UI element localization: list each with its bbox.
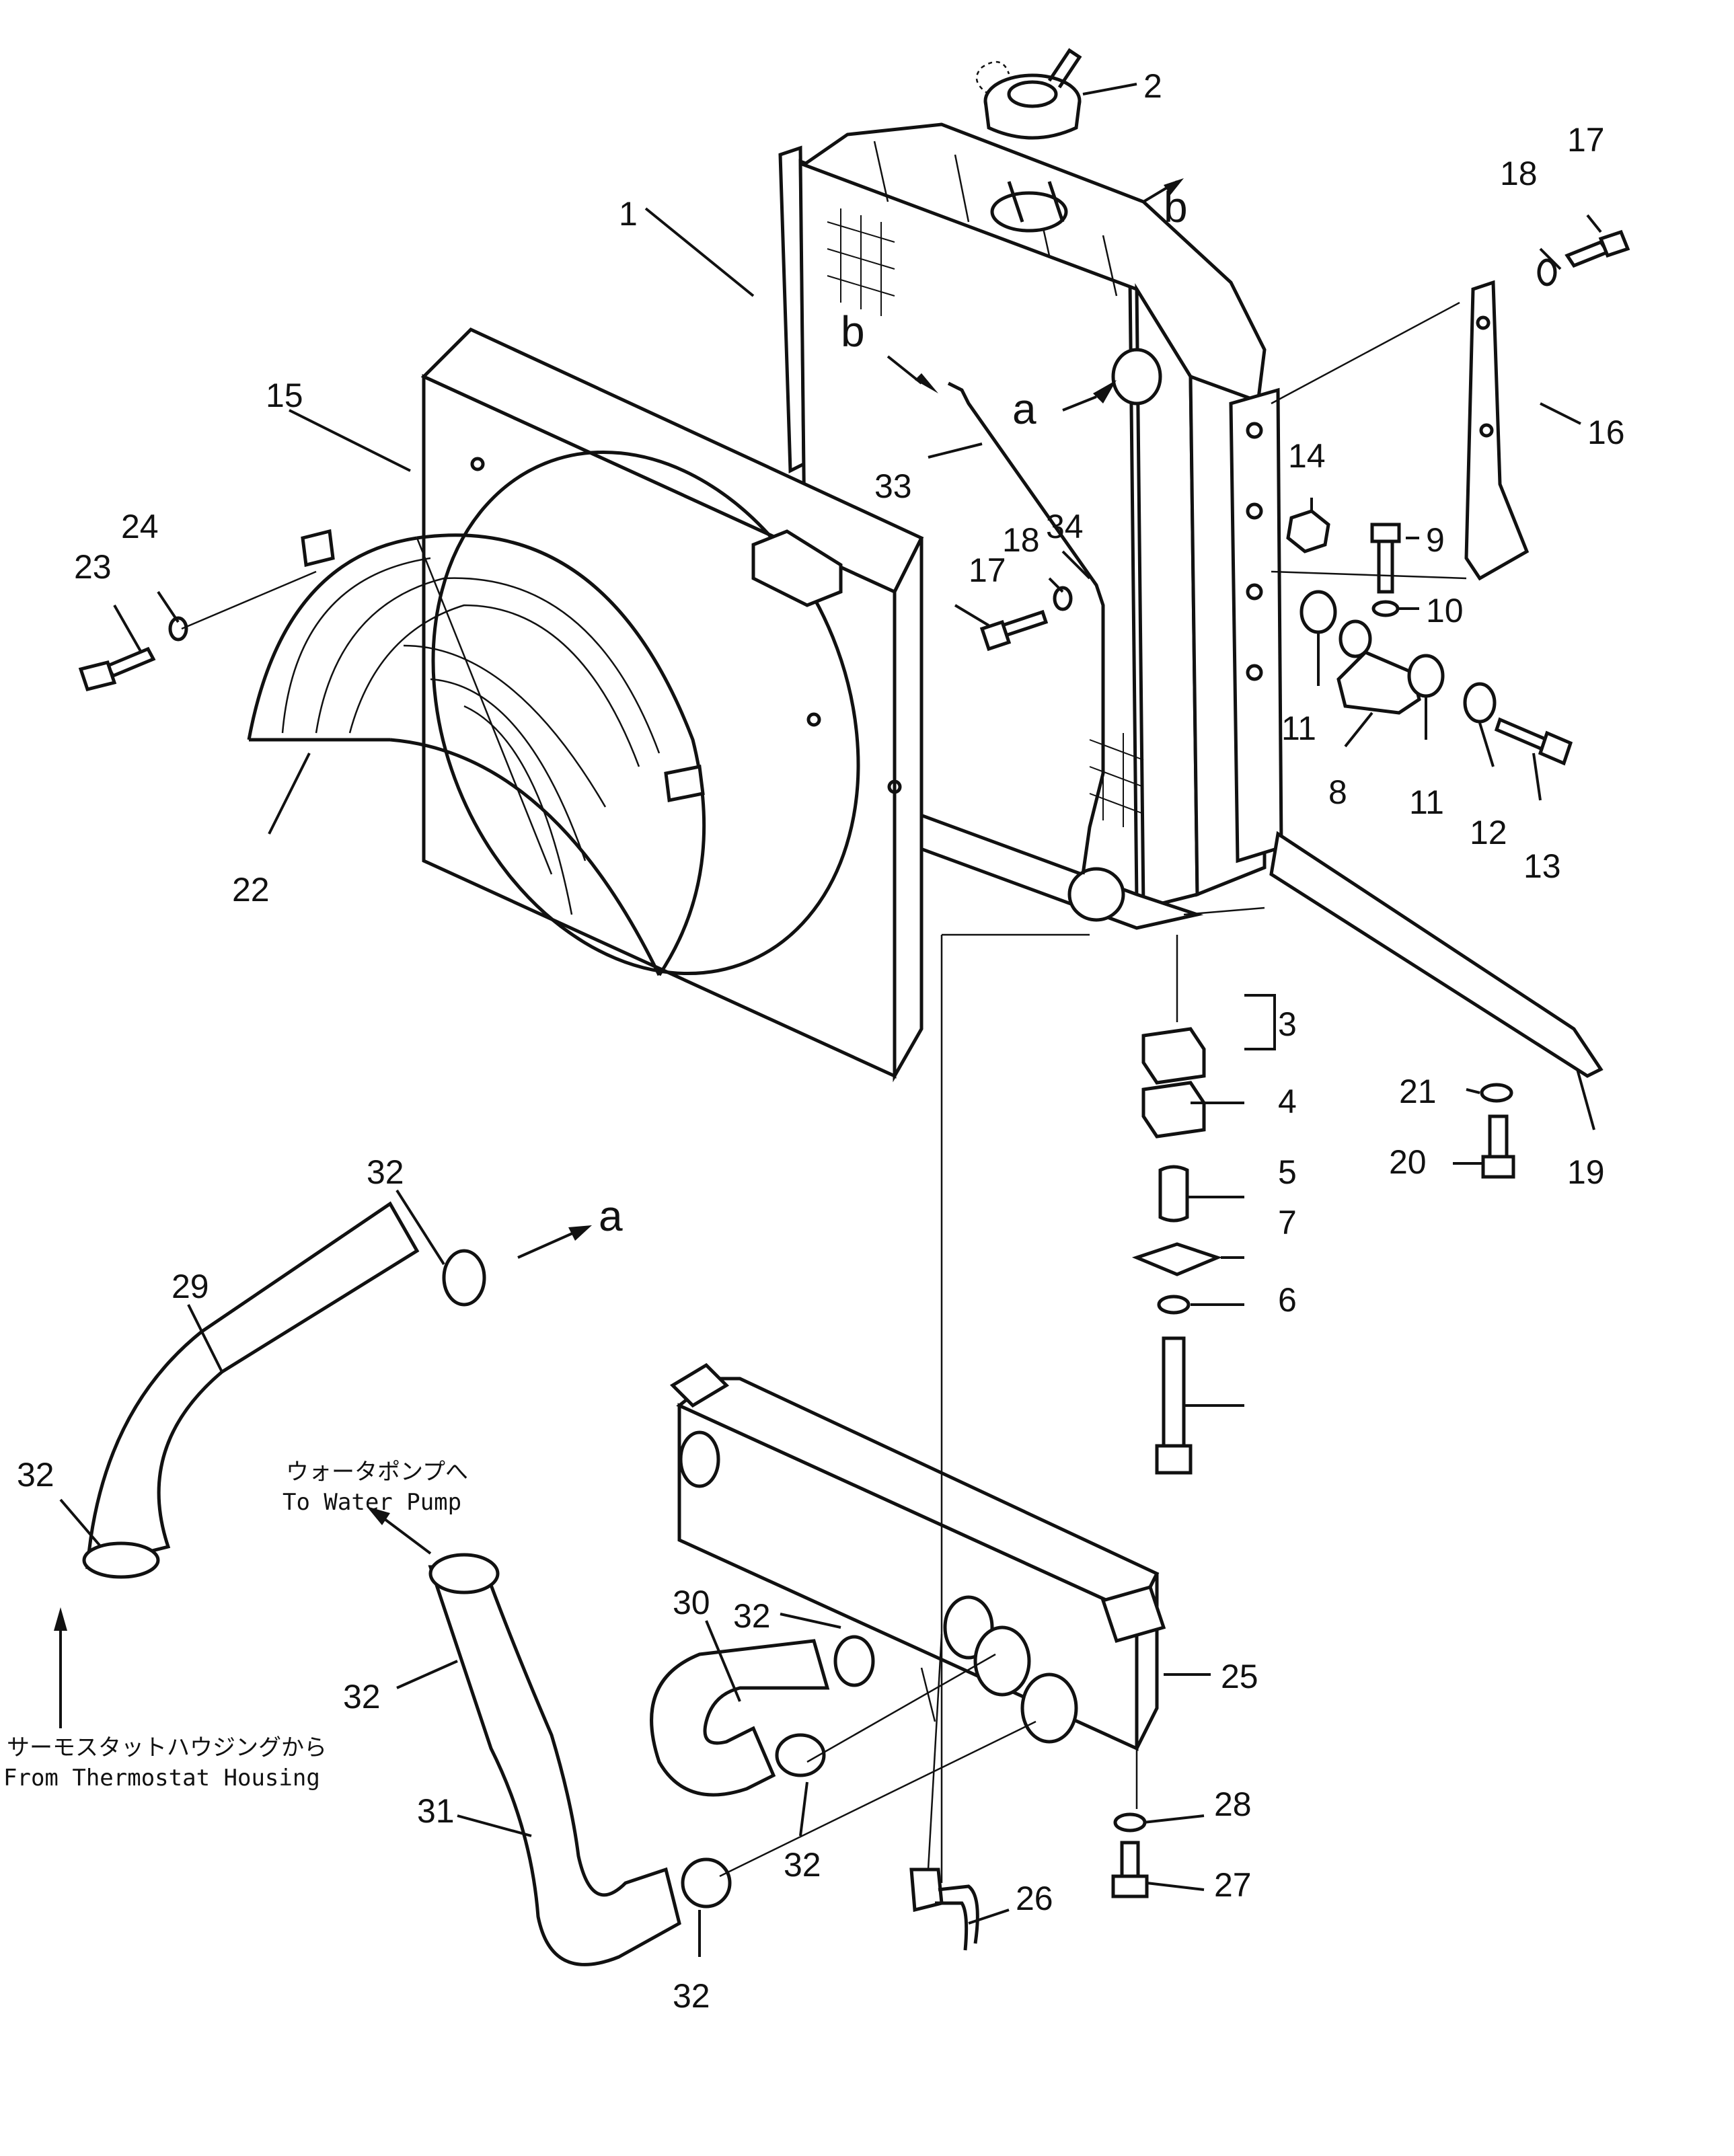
label-18b: 18 [1002,521,1040,559]
washer-7 [1157,1295,1191,1315]
bolt-27 [1111,1841,1149,1898]
cushion-11a [1299,590,1337,634]
note-thermostat-en: From Thermostat Housing [3,1765,320,1792]
ref-arrows [54,178,1184,1728]
label-11a: 11 [1281,709,1316,747]
label-18a: 18 [1500,155,1538,192]
label-12: 12 [1470,814,1507,851]
label-3: 3 [1278,1005,1297,1043]
part-labels: 1 2 3 4 5 7 6 8 9 10 11 11 12 13 14 15 1… [17,67,1625,2015]
label-32a: 32 [367,1153,404,1191]
label-31: 31 [417,1792,455,1830]
hose-29 [85,1201,420,1570]
label-16: 16 [1587,414,1625,451]
note-water-pump-en: To Water Pump [282,1489,461,1516]
label-28: 28 [1214,1785,1252,1823]
label-5: 5 [1278,1153,1297,1191]
bracket-16 [1464,280,1530,581]
drain-valve-26 [909,1868,979,1951]
label-8: 8 [1328,773,1347,811]
bolt-6 [1155,1336,1193,1475]
clamp-32-e [775,1733,826,1777]
note-thermostat-jp: サーモスタットハウジングから [7,1734,327,1761]
ref-b-top: b [1164,183,1188,231]
label-32c: 32 [343,1678,381,1716]
fan-guard [247,529,706,976]
label-21: 21 [1399,1073,1437,1110]
label-34: 34 [1046,508,1084,545]
label-20: 20 [1389,1143,1427,1181]
radiator-cap [975,48,1082,140]
label-10: 10 [1426,592,1464,629]
bolt-17b [979,609,1049,652]
label-7: 7 [1278,1204,1297,1241]
label-24: 24 [121,508,159,545]
label-17a: 17 [1567,121,1605,159]
radiator-assembly [778,122,1283,930]
washer-18a [1537,258,1557,286]
label-29: 29 [172,1268,209,1305]
bolt-17a [1565,229,1630,268]
clamp-32-c [428,1553,500,1594]
leader-lines [59,83,1602,1957]
bracket-19 [1269,831,1604,1078]
ref-a-top: a [1012,385,1036,433]
bolt-20 [1481,1114,1515,1179]
clamp-32-b [82,1541,160,1579]
washer-12 [1463,682,1497,724]
note-water-pump-jp: ウォータポンプへ [286,1459,468,1486]
clamp-32-a [442,1249,486,1307]
hose-31 [428,1565,681,1966]
washer-18b [1053,586,1073,611]
clamp-32-f [681,1857,732,1909]
ref-b-pipe: b [841,307,865,356]
label-27: 27 [1214,1866,1252,1904]
bolt-23 [78,646,156,691]
label-33: 33 [874,467,912,505]
flow-notes: ウォータポンプへ To Water Pump サーモスタットハウジングから Fr… [3,1459,468,1792]
washer-10 [1371,600,1400,617]
label-32e: 32 [784,1846,821,1884]
reference-letters: b b a a [599,183,1188,1240]
label-32b: 32 [17,1456,54,1494]
hose-30 [650,1639,830,1797]
label-15: 15 [266,377,303,414]
bushing-main [1339,619,1372,658]
washer-24 [168,616,188,642]
label-17b: 17 [969,551,1006,589]
washer-28 [1113,1812,1147,1833]
washer-21 [1480,1083,1513,1103]
label-30: 30 [673,1584,710,1621]
ref-a-hose: a [599,1192,623,1240]
label-19: 19 [1567,1153,1605,1191]
mount-3 [1141,1027,1206,1139]
label-9: 9 [1426,521,1445,559]
collar-4 [1158,1165,1189,1223]
label-26: 26 [1016,1880,1053,1917]
oil-cooler [669,1362,1166,1751]
label-11b: 11 [1409,783,1444,821]
label-4: 4 [1278,1083,1297,1120]
label-2: 2 [1143,67,1162,105]
label-6: 6 [1278,1281,1297,1319]
label-32d: 32 [733,1597,771,1635]
cushion-11b [1407,654,1445,698]
label-14: 14 [1288,437,1326,475]
label-23: 23 [74,548,112,586]
label-25: 25 [1221,1658,1258,1695]
plate-5 [1131,1242,1223,1276]
label-1: 1 [619,195,638,233]
label-22: 22 [232,871,270,909]
clamp-32-d [833,1635,875,1687]
bolt-13 [1494,717,1573,766]
bracket-8 [1336,650,1421,715]
label-13: 13 [1523,847,1561,885]
label-32f: 32 [673,1977,710,2015]
bolt-9 [1370,523,1401,594]
nut-14 [1286,509,1330,553]
